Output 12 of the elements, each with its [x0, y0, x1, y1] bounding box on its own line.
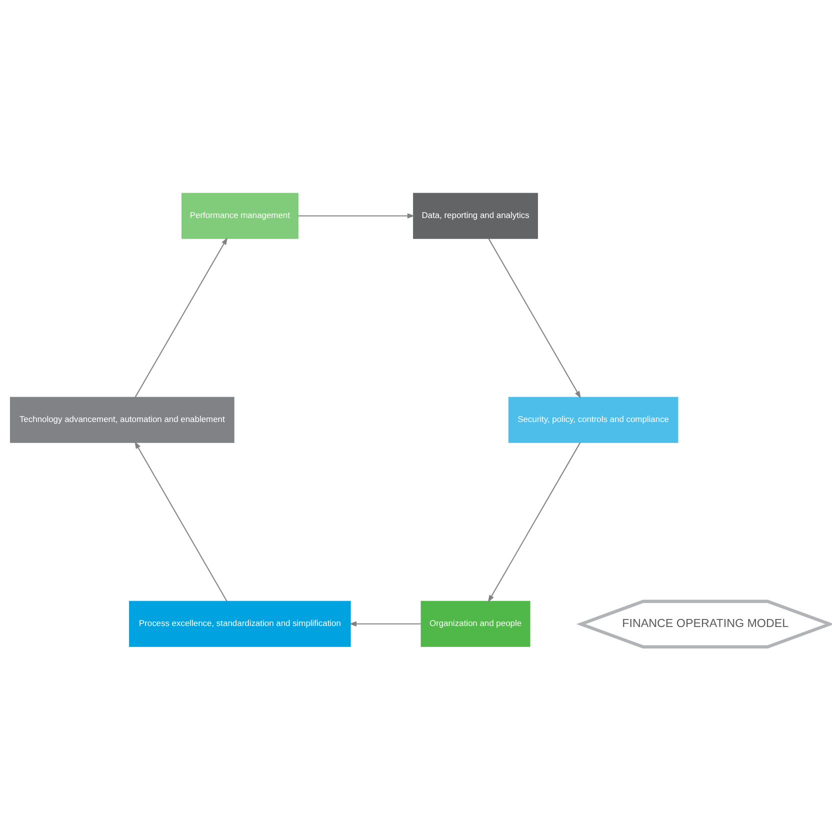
node-box: Security, policy, controls and compliance	[508, 396, 678, 443]
node-box: Performance management	[181, 192, 298, 239]
arrow	[134, 441, 228, 602]
arrow	[488, 442, 581, 602]
node-box: Organization and people	[420, 600, 530, 647]
arrow	[134, 237, 228, 398]
node-box: Data, reporting and analytics	[413, 192, 538, 239]
node-box: Process excellence, standardization and simplification	[129, 600, 351, 647]
arrow	[298, 213, 415, 218]
arrow	[488, 238, 581, 398]
node-box: Technology advancement, automation and enablement	[10, 396, 234, 443]
arrow	[349, 621, 421, 626]
